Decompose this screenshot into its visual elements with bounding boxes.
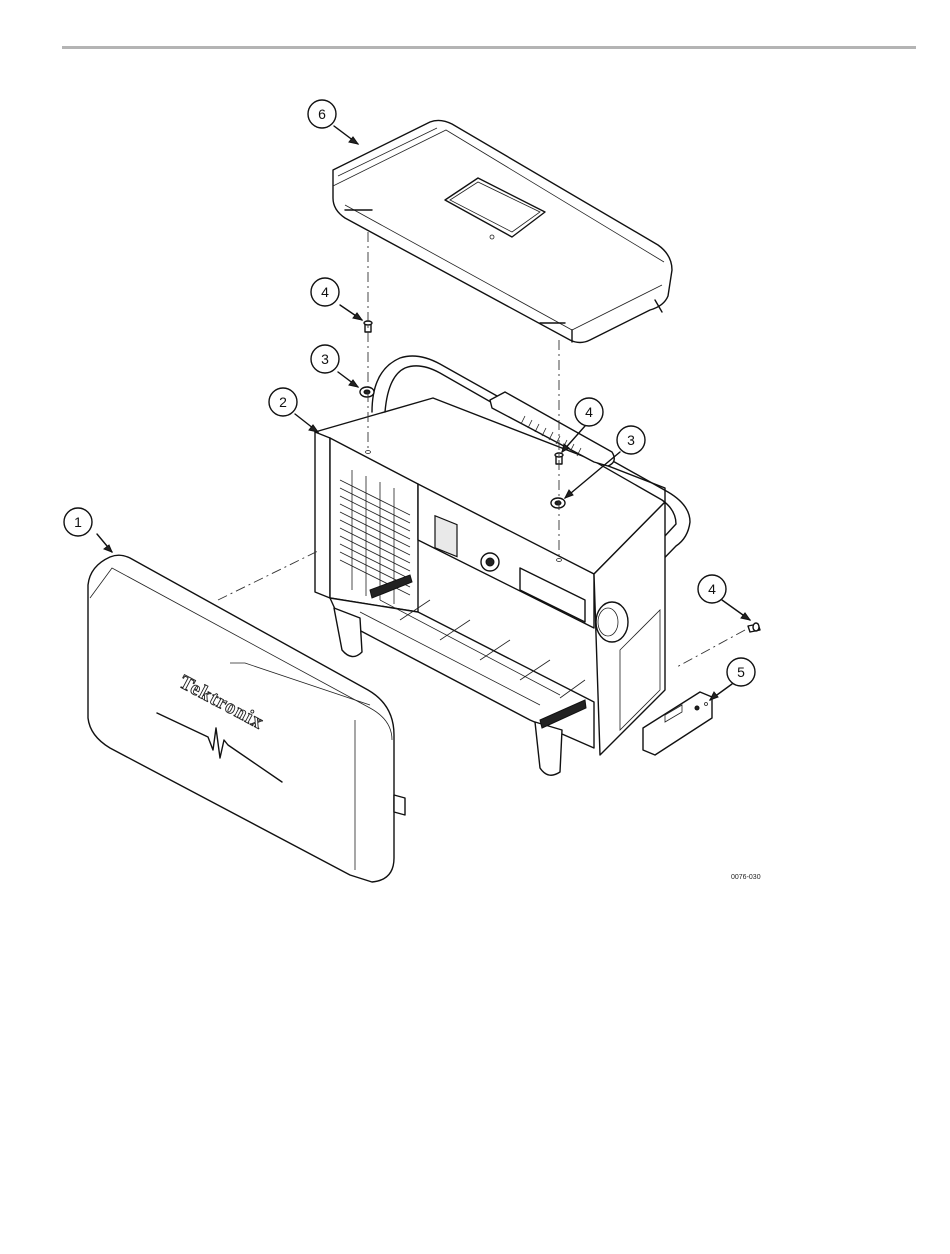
callout-4b: 4 [575,398,603,426]
callout-2: 2 [269,388,297,416]
washer-3b [551,498,565,508]
callout-3a: 3 [311,345,339,373]
callout-4b-label: 4 [585,404,593,420]
callout-4a-label: 4 [321,284,329,300]
top-pouch [333,120,672,342]
callout-5-label: 5 [737,664,745,680]
callout-4a: 4 [311,278,339,306]
callout-6: 6 [308,100,336,128]
callout-5: 5 [727,658,755,686]
callout-3b-label: 3 [627,432,635,448]
callout-1-label: 1 [74,514,82,530]
callout-3a-label: 3 [321,351,329,367]
callout-4c: 4 [698,575,726,603]
callout-4c-label: 4 [708,581,716,597]
callout-6-label: 6 [318,106,326,122]
screw-4c [748,623,760,632]
washer-3a [360,387,374,397]
callout-1: 1 [64,508,92,536]
callout-2-label: 2 [279,394,287,410]
figure-ref-number: 0076-030 [731,874,761,881]
callout-3b: 3 [617,426,645,454]
